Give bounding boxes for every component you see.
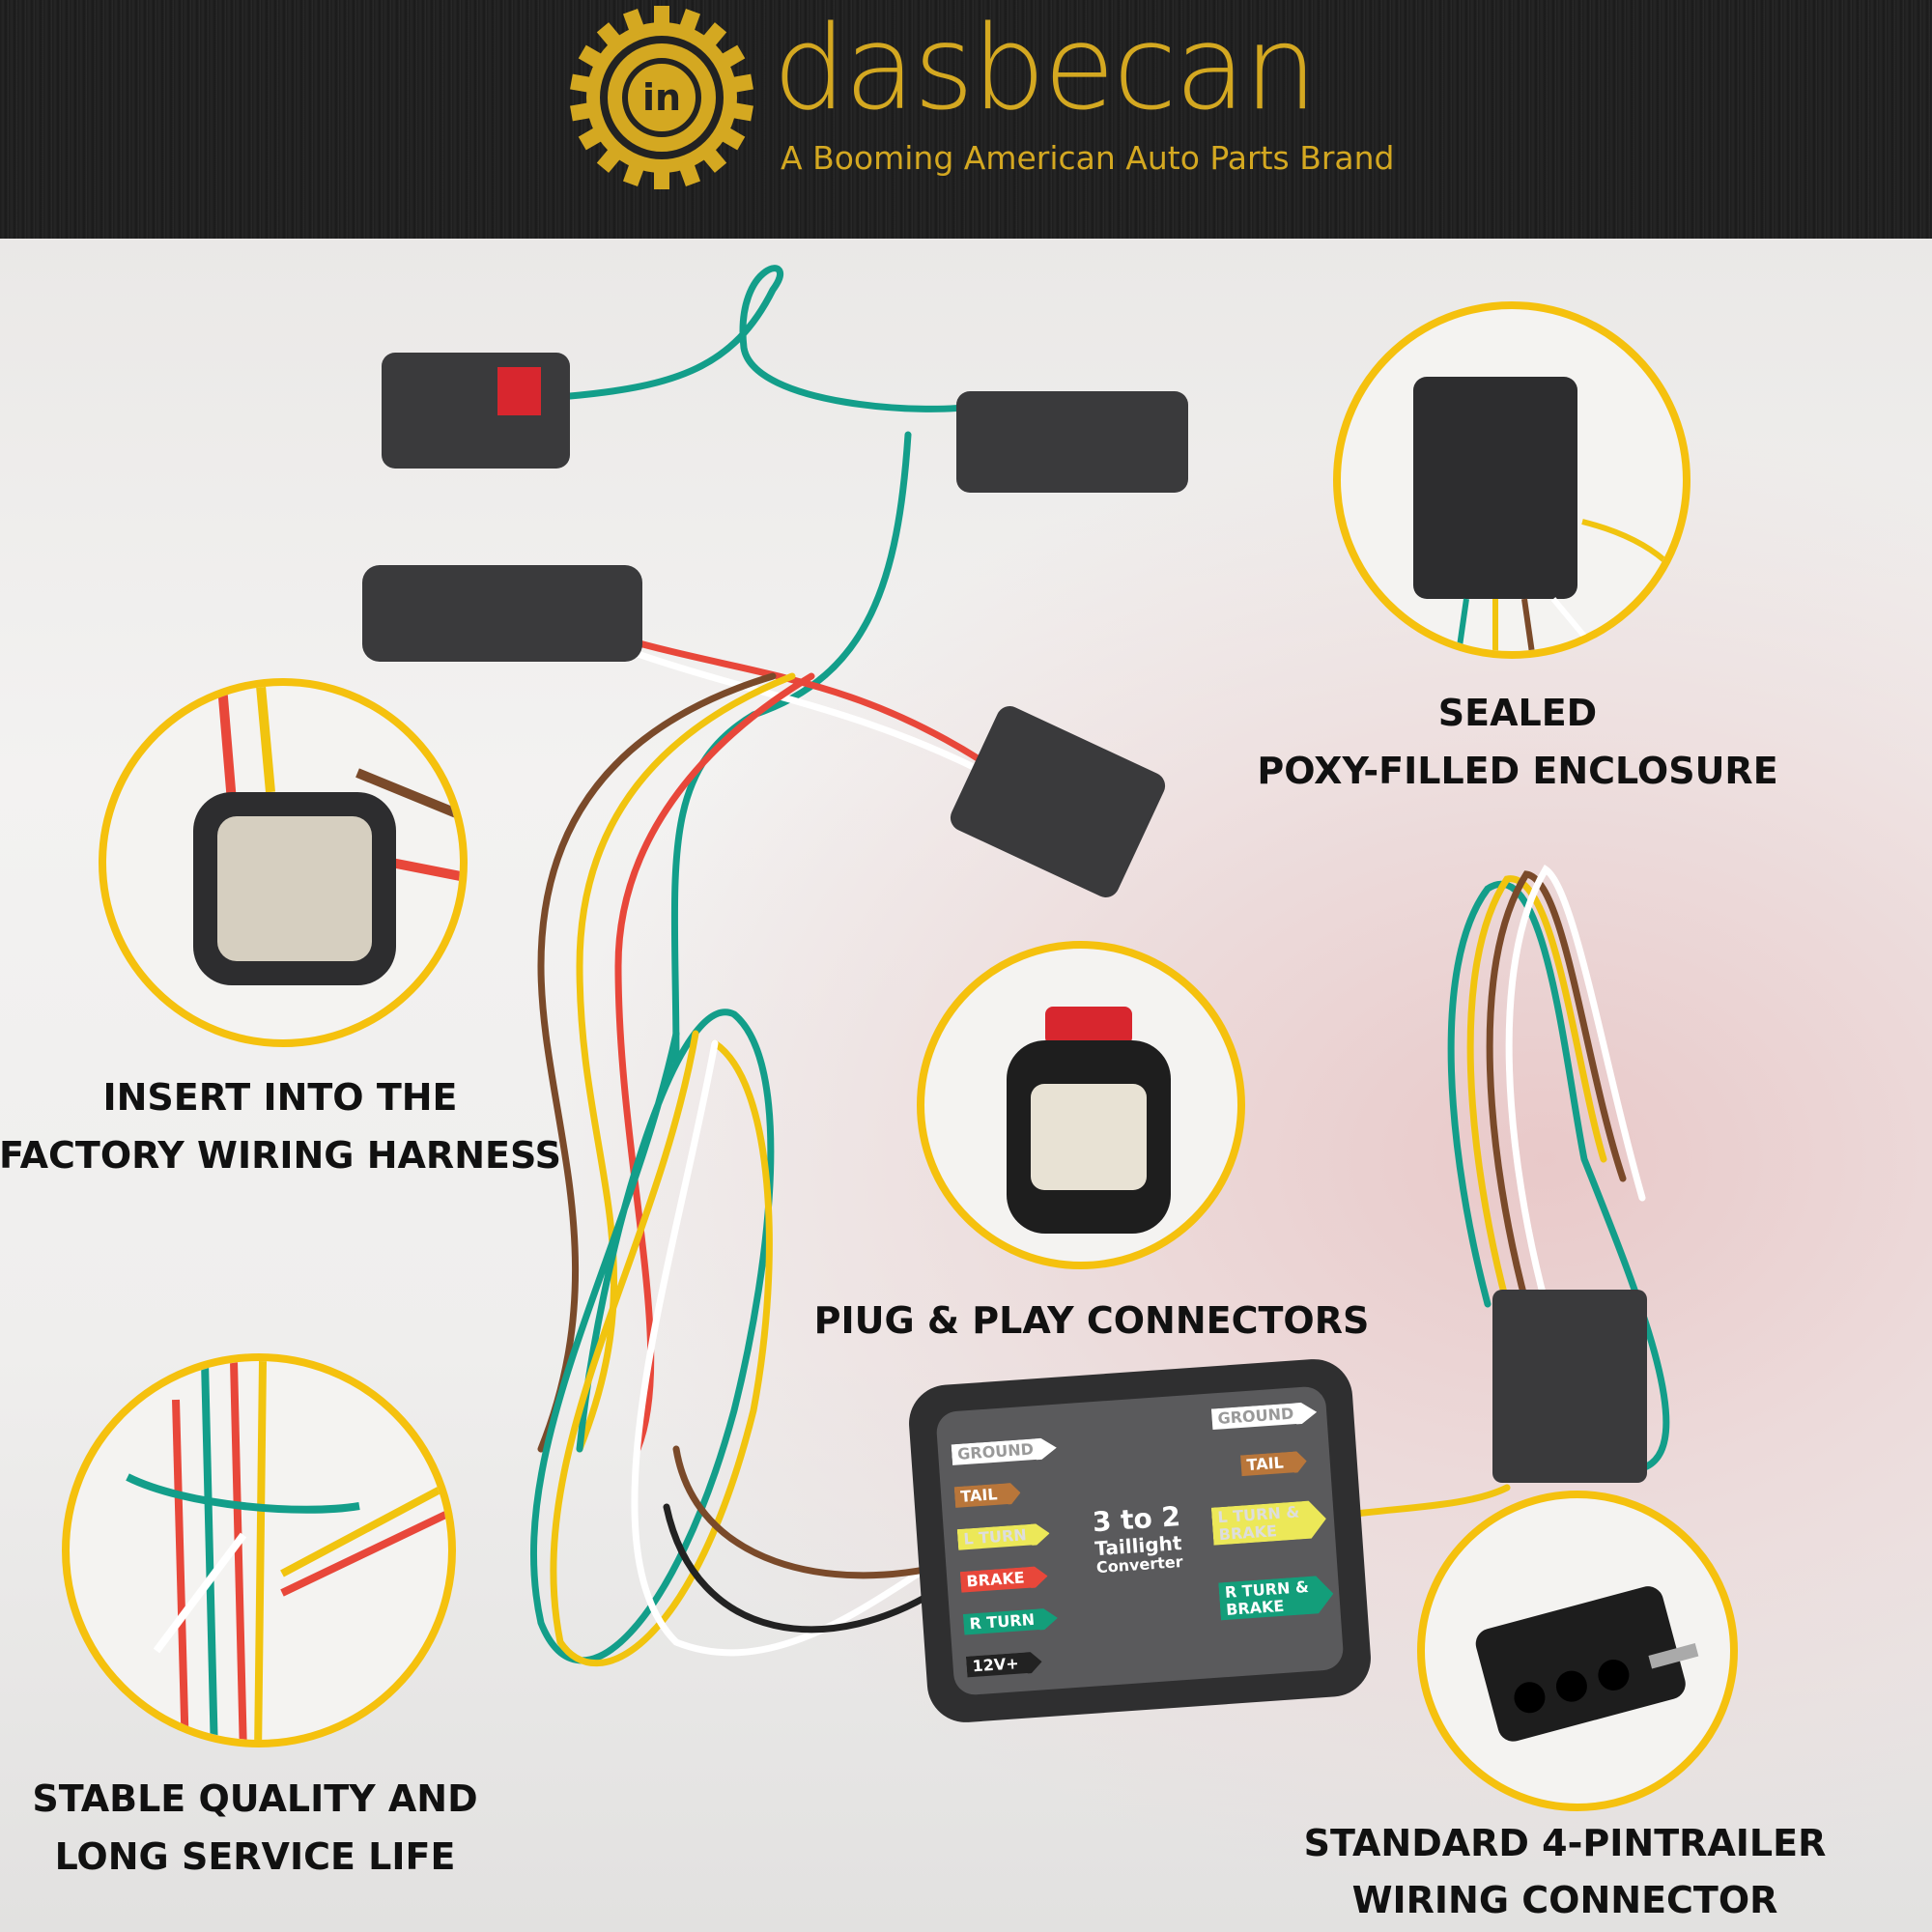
quality-caption-line1: STABLE QUALITY AND	[32, 1777, 478, 1820]
enclosure-caption-line2: POXY-FILLED ENCLOSURE	[1257, 750, 1778, 792]
trailer-caption-line1: STANDARD 4-PINTRAILER	[1303, 1822, 1827, 1864]
logo-text: in	[642, 76, 681, 119]
input-rturn-label: R TURN	[963, 1607, 1059, 1634]
trailer-caption-line2: WIRING CONNECTOR	[1351, 1879, 1778, 1921]
quality-caption-line2: LONG SERVICE LIFE	[54, 1835, 456, 1878]
input-lturn-label: L TURN	[957, 1523, 1051, 1550]
input-12v-label: 12V+	[966, 1651, 1042, 1677]
brand-name: dasbecan	[773, 2, 1318, 136]
input-ground-label: GROUND	[952, 1437, 1058, 1465]
taillight-converter-box: GROUND TAIL L TURN BRAKE R TURN 12V+ 3 t…	[906, 1356, 1374, 1725]
wire-green-top	[566, 265, 980, 412]
connector-top-left	[382, 353, 570, 469]
input-brake-label: BRAKE	[960, 1566, 1049, 1593]
connector-top-right	[956, 391, 1188, 493]
converter-label-panel: GROUND TAIL L TURN BRAKE R TURN 12V+ 3 t…	[935, 1385, 1345, 1696]
output-lturn-brake-label: L TURN & BRAKE	[1211, 1500, 1327, 1546]
plug-play-connector-photo	[917, 941, 1245, 1269]
gear-logo-icon: in	[570, 6, 753, 189]
output-tail-label: TAIL	[1240, 1451, 1308, 1476]
enclosure-caption-line1: SEALED	[1437, 692, 1598, 734]
converter-title: 3 to 2 Taillight Converter	[1070, 1500, 1207, 1577]
brand-header: in dasbecan A Booming American Auto Part…	[0, 0, 1932, 239]
connector-middle-left	[362, 565, 642, 662]
sealed-enclosure-photo	[1333, 301, 1690, 659]
connectors-caption: PIUG & PLAY CONNECTORS	[813, 1299, 1370, 1342]
input-tail-label: TAIL	[954, 1483, 1022, 1508]
output-ground-label: GROUND	[1211, 1402, 1318, 1430]
wire-green	[670, 431, 912, 1066]
trailer-flat4-connector	[1492, 1290, 1647, 1483]
sealed-connector-icon	[1413, 377, 1683, 651]
quality-wires-photo	[62, 1353, 456, 1747]
harness-socket-icon	[193, 686, 460, 985]
wire-bundle-icon	[126, 1361, 448, 1740]
plug-connector-icon	[1007, 1007, 1171, 1234]
harness-caption-line2: FACTORY WIRING HARNESS	[0, 1134, 561, 1177]
harness-caption-line1: INSERT INTO THE	[102, 1076, 458, 1119]
factory-harness-photo	[99, 678, 468, 1047]
connector-middle-right	[950, 706, 1166, 897]
trailer-connector-photo	[1417, 1491, 1738, 1811]
four-pin-plug-icon	[1475, 1586, 1699, 1742]
output-rturn-brake-label: R TURN & BRAKE	[1218, 1575, 1334, 1620]
brand-tagline: A Booming American Auto Parts Brand	[781, 139, 1395, 177]
